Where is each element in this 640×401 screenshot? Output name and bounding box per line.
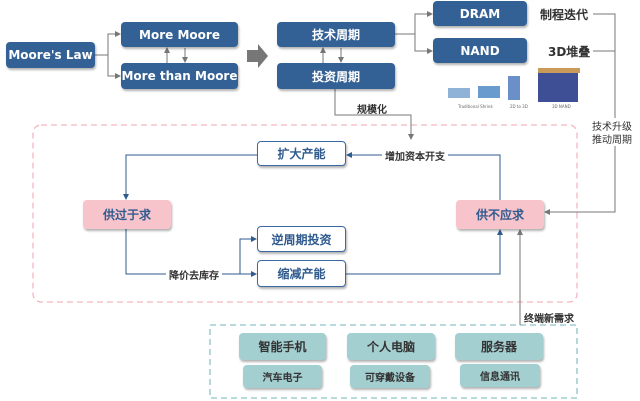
supply-cycle-region [32,124,578,303]
new-demand-label: 终端新需求 [524,314,574,325]
svg-text:3D NAND: 3D NAND [552,104,571,109]
undersupply-box: 供不应求 [456,200,544,229]
moores-law-box: Moore's Law [6,42,95,68]
scale-label: 规模化 [357,105,387,116]
destock-label: 降价去库存 [166,267,222,282]
tech-upgrade-label-1: 技术升级 [592,118,632,133]
tech-upgrade-label-2: 推动周期 [592,131,632,146]
invest-cycle-box: 投资周期 [277,63,395,89]
demand-telecom: 信息通讯 [460,364,540,387]
expand-capacity-box: 扩大产能 [257,141,346,166]
oversupply-box: 供过于求 [83,200,171,229]
dram-box: DRAM [433,1,527,26]
more-than-moore-box: More than Moore [121,63,238,89]
demand-auto-electronics: 汽车电子 [243,365,322,388]
more-moore-box: More Moore [121,22,238,47]
demand-wearables: 可穿戴设备 [350,365,430,388]
demand-region [209,324,578,399]
increase-capex-label: 增加资本开支 [382,148,448,163]
nand-box: NAND [433,38,527,63]
3d-nand-illustration: Traditional Shrink 2D to 3D 3D NAND [448,68,580,109]
reduce-capacity-box: 缩减产能 [257,260,346,287]
svg-text:Traditional Shrink: Traditional Shrink [457,104,493,109]
big-arrow-icon [247,44,268,68]
demand-server: 服务器 [455,333,543,360]
process-iteration-label: 制程迭代 [540,8,589,22]
countercyclical-invest-box: 逆周期投资 [257,226,346,252]
svg-text:2D to 3D: 2D to 3D [510,104,528,109]
3d-stacking-label: 3D堆叠 [548,45,591,59]
demand-pc: 个人电脑 [347,333,435,360]
demand-smartphone: 智能手机 [239,333,326,360]
tech-cycle-box: 技术周期 [277,22,395,47]
